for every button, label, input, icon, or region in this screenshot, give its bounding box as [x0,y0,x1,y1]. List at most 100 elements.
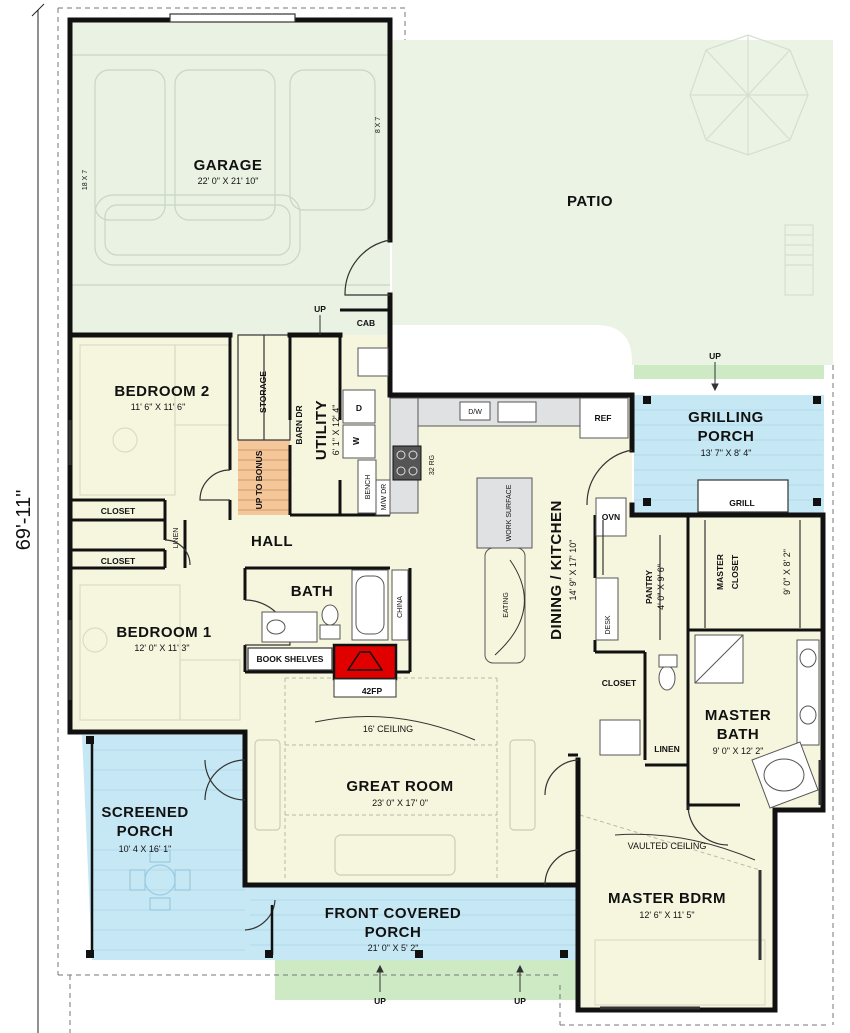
master-closet-dims: 9' 0" X 8' 2" [782,549,792,595]
garage-area [70,20,390,335]
book-shelves-label: BOOK SHELVES [257,654,324,664]
pantry-dims: 4' 0" X 9' 6" [656,564,666,610]
dining-kitchen-dims: 14' 9" X 17' 10" [568,540,578,601]
stairs [238,440,290,515]
garage-door-right-label: 8 X 7 [375,117,382,133]
fireplace-hearth [333,678,397,698]
dimension-line [31,3,45,1033]
dryer-label: W [351,436,361,445]
bath-fixtures [261,569,409,643]
step-strip [634,365,824,379]
fireplace-label: 42FP [362,686,383,696]
fireplace-firebox [346,651,384,671]
utility-dims: 6' 1" X 12' 4" [331,405,341,456]
screened-porch-name-1: SCREENED [101,804,188,821]
screened-porch-name-2: PORCH [117,823,174,840]
up-arrows [319,315,719,992]
front-porch-name-2: PORCH [365,924,422,941]
fireplace [332,643,398,681]
hall-name: HALL [251,533,293,550]
master-bath-fixtures [599,634,820,809]
grill-label: GRILL [729,498,755,508]
bedroom1-closet-label: CLOSET [101,556,136,566]
bedroom2-dims: 11' 6" X 11' 6" [131,402,186,412]
porch-railing [90,740,274,955]
bedroom2-closet-label: CLOSET [101,506,136,516]
vaulted-ceiling-label: VAULTED CEILING [628,841,707,851]
exterior-walls [67,17,826,1013]
work-surface-label: WORK SURFACE [506,484,513,541]
patio-name: PATIO [567,193,613,210]
master-closet-name-1: MASTER [715,554,725,590]
up-label-porch: UP [709,351,721,361]
grilling-porch-dims: 13' 7" X 8' 4" [701,448,752,458]
great-room-furniture [254,739,536,876]
garage-name: GARAGE [194,157,263,174]
front-porch-name-1: FRONT COVERED [325,905,462,922]
door-swings [164,239,729,931]
master-bdrm-dims: 12' 6" X 11' 5" [639,910,694,920]
front-porch-dims: 21' 0" X 5' 2" [368,943,419,953]
utility-appliances [342,347,391,516]
up-to-bonus-label: UP TO BONUS [254,450,264,509]
porch-posts [86,396,821,958]
china-label: CHINA [397,596,404,618]
pantry-name: PANTRY [644,570,654,604]
kitchen-counters [389,397,629,664]
great-room-dims: 23' 0" X 17' 0" [372,798,428,808]
screened-porch-area [82,735,245,960]
ceiling-label: 16' CEILING [363,724,413,734]
up-label-top: UP [314,304,326,314]
hall-linen-label: LINEN [173,528,180,549]
master-closet-name-2: CLOSET [730,554,740,589]
ref-label: REF [595,413,612,423]
eating-label: EATING [503,592,510,618]
bench-label: BENCH [365,475,372,500]
windows [68,420,822,1010]
eating-arrow [494,559,525,656]
desk-label: DESK [605,615,612,634]
patio-umbrella [689,34,814,296]
porch-texture [92,409,823,951]
great-room-name: GREAT ROOM [346,778,453,795]
master-bath-dims: 9' 0" X 12' 2" [713,746,764,756]
dishwasher-label: D/W [468,409,482,416]
master-bath-name-2: BATH [717,726,760,743]
range-cooktop [392,445,422,481]
up-label-front-left: UP [374,996,386,1006]
garage-door-markers [169,13,296,23]
master-closet-small-label: CLOSET [602,678,637,688]
bath-name: BATH [291,583,334,600]
closet-rods [602,479,801,640]
storage-label: STORAGE [258,371,268,413]
utility-name: UTILITY [313,400,330,460]
ceiling-arrow [314,715,476,741]
screened-porch-furniture [129,849,191,911]
bedroom-furniture [79,344,766,1006]
bedroom2-name: BEDROOM 2 [114,383,209,400]
book-shelves [247,647,333,671]
bedroom1-name: BEDROOM 1 [116,624,211,641]
washer-label: D [356,403,362,413]
vaulted-arrow [614,833,756,861]
up-label-front-right: UP [514,996,526,1006]
oven-label: OVN [602,512,620,522]
dining-kitchen-name: DINING / KITCHEN [548,500,565,640]
master-linen-label: LINEN [654,744,680,754]
range-label: 32 RG [429,455,436,475]
step-strip [275,960,578,1000]
mw-dr-label: M/W DR [381,484,388,510]
master-bath-name-1: MASTER [705,707,771,724]
garage-dims: 22' 0" X 21' 10" [198,176,259,186]
master-bdrm-name: MASTER BDRM [608,890,726,907]
stair-treads [238,449,290,511]
boundary-lines [57,7,834,1033]
screened-porch-dims: 10' 4 X 16' 1" [119,844,172,854]
cab-label: CAB [357,318,375,328]
grilling-porch-name-2: PORCH [698,428,755,445]
barn-door-label: BARN DR [294,405,304,444]
bedroom1-dims: 12' 0" X 11' 3" [134,643,189,653]
overall-dimension: 69'-11" [13,490,35,551]
front-porch-area [245,885,578,960]
